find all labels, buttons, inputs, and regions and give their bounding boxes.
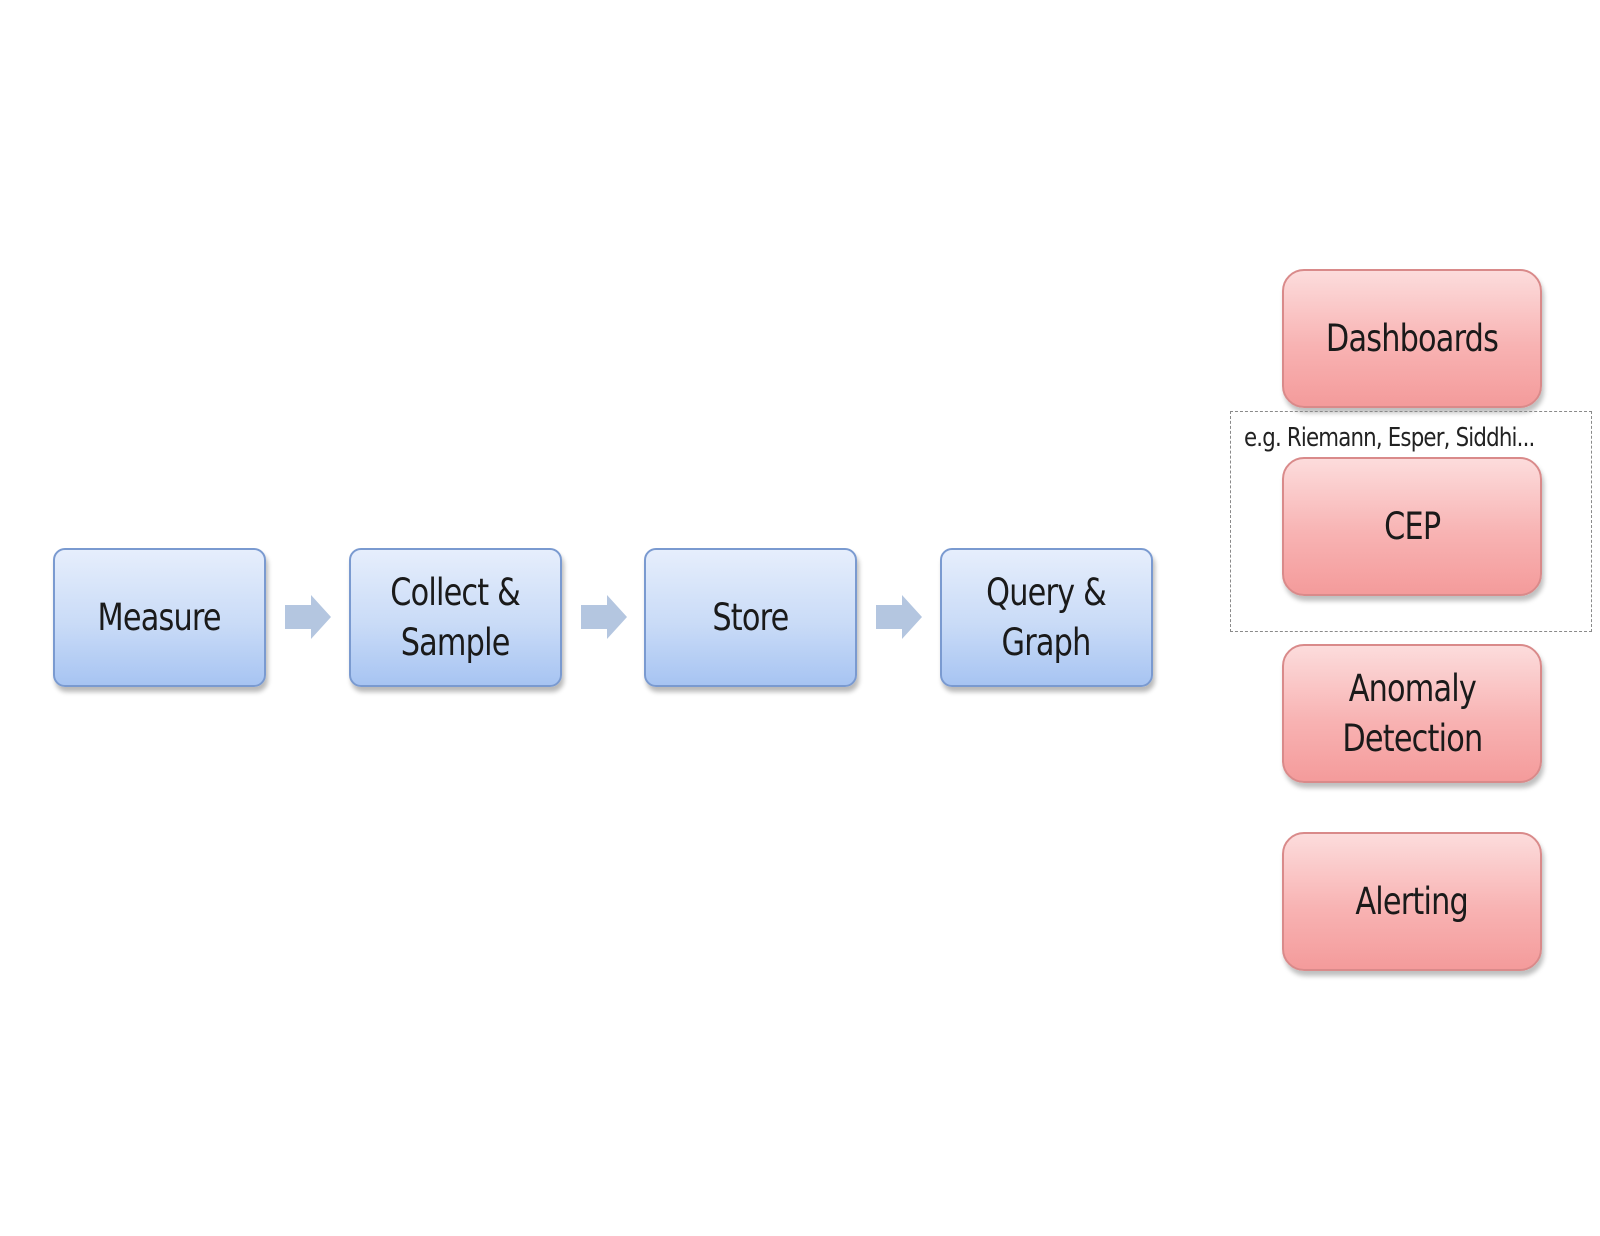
- query-graph-step: Query & Graph: [940, 548, 1153, 687]
- collect-sample-step: Collect & Sample: [349, 548, 562, 687]
- arrow-right-icon: [285, 595, 331, 639]
- cep-examples-frame: [1230, 411, 1592, 632]
- measure-step-label: Measure: [97, 595, 222, 639]
- query-graph-step-label: Query & Graph: [986, 570, 1108, 664]
- dashboards-output-label: Dashboards: [1325, 316, 1499, 360]
- cep-output: CEP: [1282, 457, 1542, 596]
- arrow-right-icon: [581, 595, 627, 639]
- anomaly-detection-output-label: Anomaly Detection: [1341, 666, 1483, 760]
- dashboards-output: Dashboards: [1282, 269, 1542, 408]
- measure-step: Measure: [53, 548, 266, 687]
- store-step: Store: [644, 548, 857, 687]
- alerting-output: Alerting: [1282, 832, 1542, 971]
- anomaly-detection-output: Anomaly Detection: [1282, 644, 1542, 783]
- cep-output-label: CEP: [1383, 504, 1441, 548]
- arrow-right-icon: [876, 595, 922, 639]
- store-step-label: Store: [712, 595, 789, 639]
- cep-examples-caption: e.g. Riemann, Esper, Siddhi...: [1244, 423, 1535, 453]
- alerting-output-label: Alerting: [1355, 879, 1469, 923]
- collect-sample-step-label: Collect & Sample: [390, 570, 522, 664]
